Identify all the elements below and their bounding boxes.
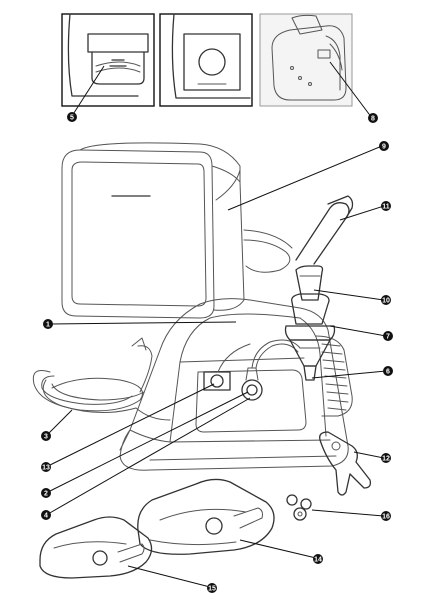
callout-5-label: 5 xyxy=(70,115,74,122)
callout-9: 9 xyxy=(379,141,389,151)
callout-14-label: 14 xyxy=(314,557,322,564)
callout-7-label: 7 xyxy=(386,334,390,341)
callout-10-label: 10 xyxy=(382,298,390,305)
callout-8: 8 xyxy=(368,113,378,123)
leader-lines xyxy=(47,61,387,588)
compressor xyxy=(119,298,353,471)
callout-14: 14 xyxy=(313,554,323,564)
callout-2: 2 xyxy=(41,488,51,498)
callout-1: 1 xyxy=(43,319,53,329)
inset-filter-cover xyxy=(61,13,155,107)
air-tube xyxy=(32,337,171,421)
callout-16: 16 xyxy=(381,511,391,521)
callout-15-label: 15 xyxy=(208,586,216,593)
callout-4: 4 xyxy=(41,510,51,520)
callout-11: 11 xyxy=(381,201,391,211)
callout-15: 15 xyxy=(207,583,217,593)
callout-12: 12 xyxy=(381,453,391,463)
adult-mask xyxy=(137,478,275,555)
spare-filters xyxy=(286,494,312,521)
callout-11-label: 11 xyxy=(382,204,390,211)
callout-1-label: 1 xyxy=(46,322,50,329)
nebulizer-kit xyxy=(284,195,354,381)
inset-filter-slot xyxy=(159,13,253,107)
callout-13: 13 xyxy=(41,462,51,472)
child-mask xyxy=(39,516,153,579)
callout-6: 6 xyxy=(383,366,393,376)
callout-8-label: 8 xyxy=(371,116,375,123)
callout-12-label: 12 xyxy=(382,456,390,463)
carry-bag xyxy=(61,142,293,319)
callout-16-label: 16 xyxy=(382,514,390,521)
callout-10: 10 xyxy=(381,295,391,305)
callout-7: 7 xyxy=(383,331,393,341)
callout-2-label: 2 xyxy=(44,491,48,498)
callout-3: 3 xyxy=(41,431,51,441)
callout-13-label: 13 xyxy=(42,465,50,472)
callout-4-label: 4 xyxy=(44,513,48,520)
inset-filter-photo xyxy=(259,13,353,107)
callout-5: 5 xyxy=(67,112,77,122)
callout-6-label: 6 xyxy=(386,369,390,376)
nozzle-piece xyxy=(319,431,372,496)
callout-3-label: 3 xyxy=(44,434,48,441)
callout-9-label: 9 xyxy=(382,144,386,151)
